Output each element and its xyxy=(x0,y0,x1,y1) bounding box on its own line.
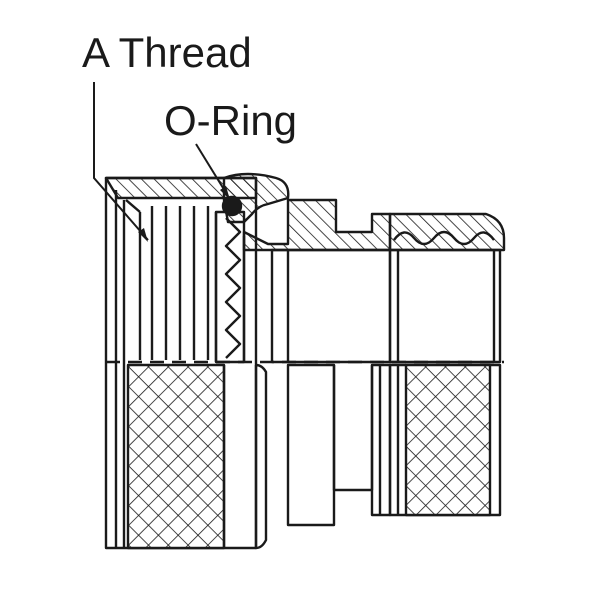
knurl-grip-right xyxy=(404,363,492,517)
o-ring-label: O-Ring xyxy=(164,97,298,144)
knurl-grip-left xyxy=(126,363,226,550)
leader-lines xyxy=(93,82,230,242)
a-thread-leader xyxy=(93,82,149,241)
coupling-nut xyxy=(104,176,268,550)
o-ring-region xyxy=(221,172,290,224)
rear-nut xyxy=(388,212,506,517)
a-thread-grooves xyxy=(125,199,210,360)
o-ring-leader xyxy=(195,143,229,197)
o-ring-seal xyxy=(221,195,243,217)
inner-thread-profile xyxy=(214,210,246,364)
a-thread-label: A Thread xyxy=(82,29,252,76)
